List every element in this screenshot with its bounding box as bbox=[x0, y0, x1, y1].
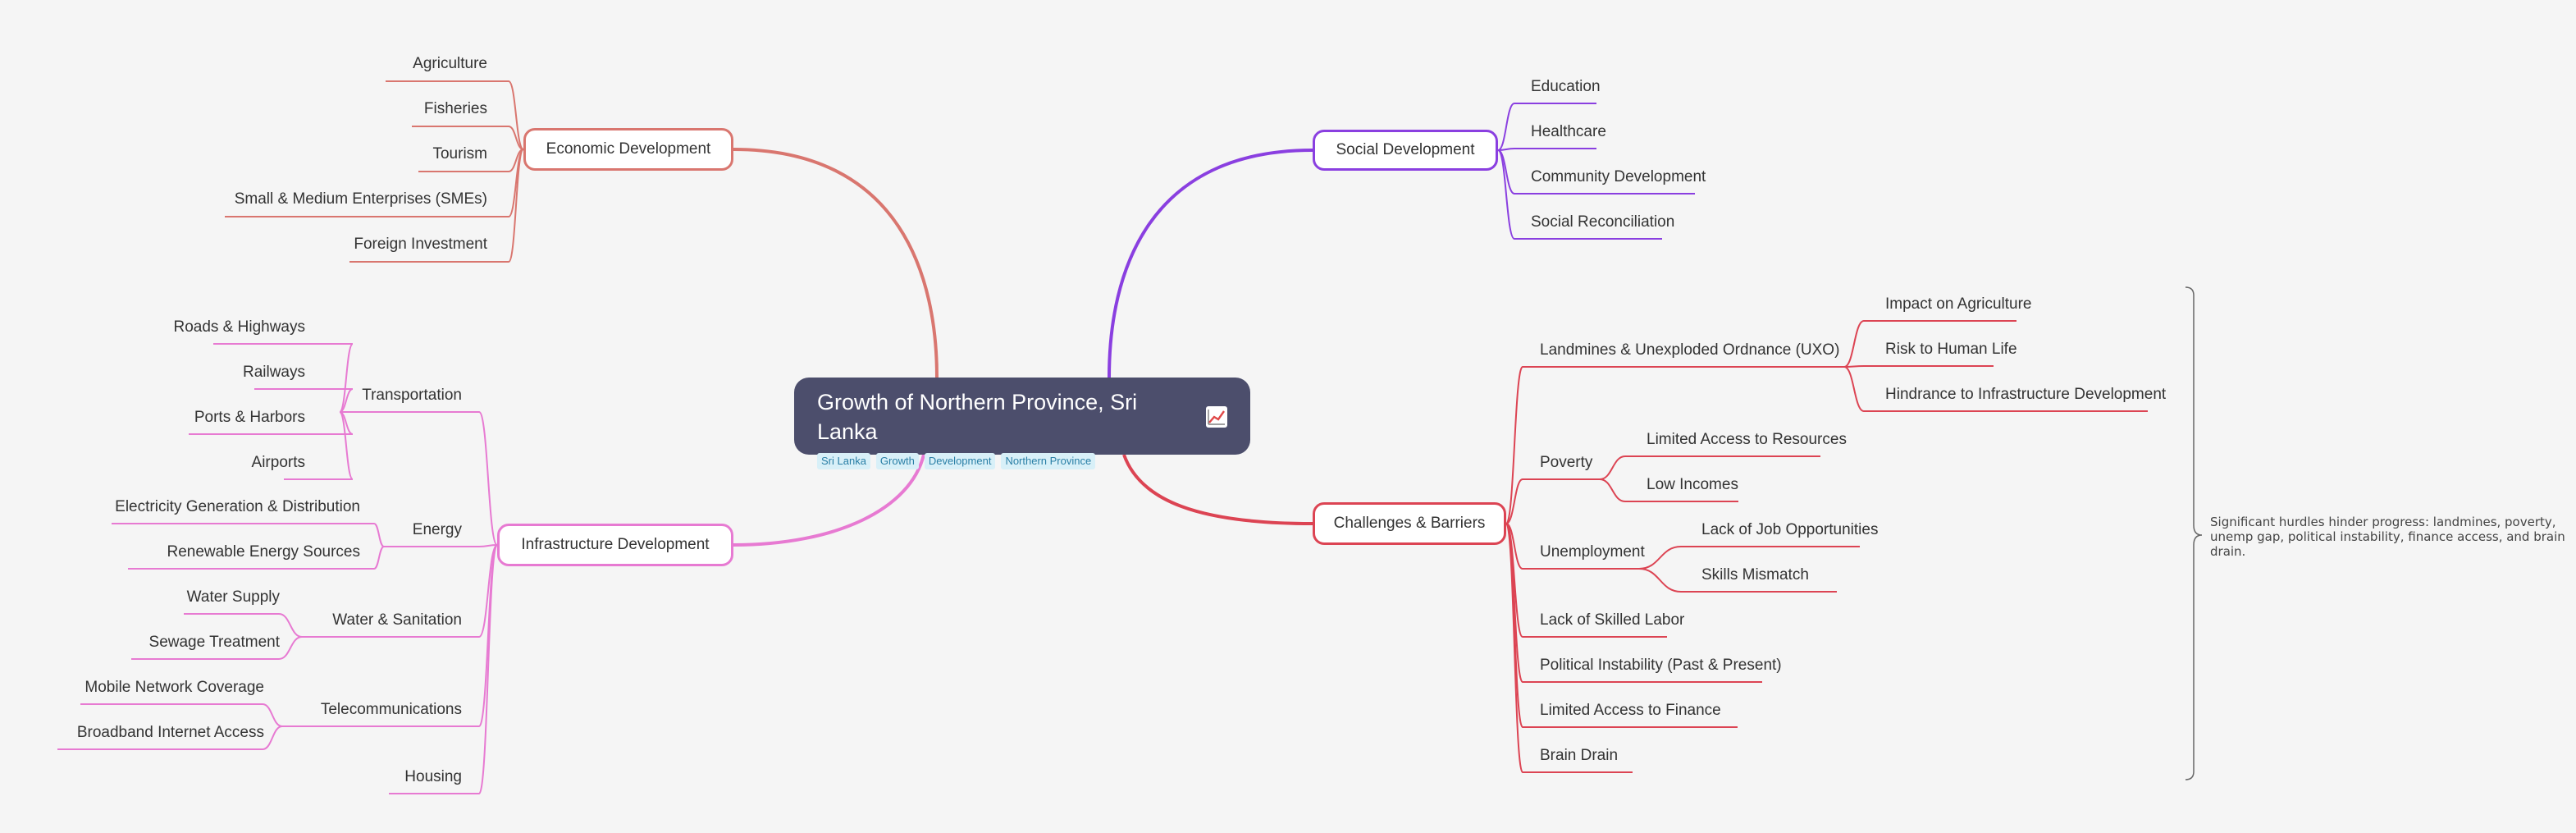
challenge-access-finance[interactable]: Limited Access to Finance bbox=[1540, 702, 1721, 719]
branch-label: Social Development bbox=[1336, 141, 1475, 158]
infra-transportation[interactable]: Transportation bbox=[362, 387, 462, 404]
link-challenge-sub bbox=[1638, 546, 1682, 570]
link-challenge-sub bbox=[1843, 366, 1865, 412]
link-root-challenges bbox=[1122, 454, 1313, 525]
summary-brace bbox=[2185, 286, 2203, 780]
challenge-poverty[interactable]: Poverty bbox=[1540, 454, 1593, 471]
challenge-sub-risk-human-life[interactable]: Risk to Human Life bbox=[1885, 341, 2017, 358]
challenge-skilled-labor[interactable]: Lack of Skilled Labor bbox=[1540, 611, 1685, 629]
infra-sub-water-supply[interactable]: Water Supply bbox=[186, 588, 280, 606]
social-child-healthcare[interactable]: Healthcare bbox=[1531, 123, 1606, 140]
link-infrastructure-sub bbox=[373, 546, 385, 570]
infra-sub-renewable[interactable]: Renewable Energy Sources bbox=[167, 543, 360, 561]
challenge-sub-job-opportunities[interactable]: Lack of Job Opportunities bbox=[1701, 521, 1879, 538]
economic-child-foreign-investment[interactable]: Foreign Investment bbox=[354, 236, 487, 253]
infra-sub-ports-harbors[interactable]: Ports & Harbors bbox=[194, 409, 305, 426]
root-title: Growth of Northern Province, Sri Lanka bbox=[817, 390, 1138, 444]
link-social-child bbox=[1497, 103, 1515, 151]
challenge-sub-hindrance-infrastructure[interactable]: Hindrance to Infrastructure Development bbox=[1885, 386, 2167, 403]
tag[interactable]: Development bbox=[924, 453, 996, 469]
economic-child-fisheries[interactable]: Fisheries bbox=[423, 100, 487, 117]
branch-label: Infrastructure Development bbox=[521, 536, 710, 553]
infra-sub-broadband[interactable]: Broadband Internet Access bbox=[76, 724, 264, 741]
link-infrastructure-sub bbox=[278, 636, 303, 660]
challenge-sub-limited-resources[interactable]: Limited Access to Resources bbox=[1647, 431, 1847, 448]
link-challenge-sub bbox=[1599, 478, 1626, 502]
link-social-child bbox=[1497, 149, 1515, 240]
link-infrastructure-sub bbox=[262, 703, 283, 727]
link-economic-child bbox=[508, 126, 524, 150]
social-child-social-reconciliation[interactable]: Social Reconciliation bbox=[1531, 213, 1675, 231]
link-challenge bbox=[1505, 523, 1523, 773]
challenge-landmines-uxo[interactable]: Landmines & Unexploded Ordnance (UXO) bbox=[1540, 341, 1840, 359]
challenges-summary: Significant hurdles hinder progress: lan… bbox=[2210, 515, 2565, 559]
root-title-row: Growth of Northern Province, Sri Lanka bbox=[817, 387, 1227, 446]
challenge-sub-skills-mismatch[interactable]: Skills Mismatch bbox=[1701, 566, 1809, 584]
root-tags: Sri Lanka Growth Development Northern Pr… bbox=[817, 453, 1227, 469]
challenge-unemployment[interactable]: Unemployment bbox=[1540, 543, 1645, 561]
social-child-community-development[interactable]: Community Development bbox=[1531, 168, 1706, 185]
tag[interactable]: Growth bbox=[875, 453, 919, 469]
economic-child-tourism[interactable]: Tourism bbox=[432, 145, 487, 162]
branch-label: Challenges & Barriers bbox=[1333, 515, 1486, 532]
challenge-brain-drain[interactable]: Brain Drain bbox=[1540, 747, 1619, 764]
economic-child-agriculture[interactable]: Agriculture bbox=[413, 55, 487, 72]
social-child-education[interactable]: Education bbox=[1531, 78, 1601, 95]
link-challenge-sub bbox=[1843, 365, 1865, 368]
link-infrastructure-sub bbox=[339, 411, 354, 480]
link-economic-child bbox=[508, 149, 524, 263]
infra-sub-roads-highways[interactable]: Roads & Highways bbox=[173, 318, 305, 336]
link-infrastructure bbox=[478, 544, 498, 727]
root-topic[interactable]: Growth of Northern Province, Sri Lanka S… bbox=[794, 378, 1250, 469]
link-infrastructure-sub bbox=[373, 523, 385, 547]
link-infrastructure bbox=[478, 544, 498, 794]
infra-energy[interactable]: Energy bbox=[412, 521, 462, 538]
infra-water-sanitation[interactable]: Water & Sanitation bbox=[332, 611, 462, 629]
tag[interactable]: Sri Lanka bbox=[817, 453, 870, 469]
challenge-sub-impact-agriculture[interactable]: Impact on Agriculture bbox=[1885, 295, 2032, 313]
economic-child-smes[interactable]: Small & Medium Enterprises (SMEs) bbox=[234, 190, 487, 208]
link-challenge bbox=[1505, 478, 1523, 524]
infra-sub-mobile-network[interactable]: Mobile Network Coverage bbox=[84, 679, 264, 696]
link-infrastructure bbox=[478, 411, 498, 546]
link-root-economic bbox=[733, 148, 939, 378]
link-challenge bbox=[1505, 366, 1523, 524]
link-infrastructure-sub bbox=[262, 725, 283, 750]
infra-sub-electricity[interactable]: Electricity Generation & Distribution bbox=[115, 498, 360, 515]
infra-sub-airports[interactable]: Airports bbox=[251, 454, 305, 471]
chart-increasing-icon bbox=[1206, 406, 1227, 428]
branch-social-development[interactable]: Social Development bbox=[1313, 130, 1498, 171]
infra-sub-sewage[interactable]: Sewage Treatment bbox=[148, 634, 280, 651]
branch-challenges-barriers[interactable]: Challenges & Barriers bbox=[1313, 502, 1506, 545]
branch-infrastructure-development[interactable]: Infrastructure Development bbox=[497, 524, 733, 566]
branch-label: Economic Development bbox=[546, 140, 711, 158]
link-challenge-sub bbox=[1599, 455, 1626, 480]
link-challenge-sub bbox=[1638, 568, 1682, 593]
infra-telecommunications[interactable]: Telecommunications bbox=[320, 701, 462, 718]
infra-housing[interactable]: Housing bbox=[404, 768, 462, 785]
link-economic-child bbox=[508, 80, 524, 150]
branch-economic-development[interactable]: Economic Development bbox=[523, 128, 733, 171]
link-root-social bbox=[1108, 149, 1313, 378]
link-infrastructure bbox=[478, 544, 498, 547]
tag[interactable]: Northern Province bbox=[1001, 453, 1096, 469]
link-infrastructure-sub bbox=[278, 613, 303, 638]
challenge-political-instability[interactable]: Political Instability (Past & Present) bbox=[1540, 657, 1782, 674]
challenge-sub-low-incomes[interactable]: Low Incomes bbox=[1647, 476, 1738, 493]
infra-sub-railways[interactable]: Railways bbox=[242, 364, 305, 381]
link-root-infrastructure bbox=[733, 454, 925, 547]
link-challenge-sub bbox=[1843, 320, 1865, 368]
